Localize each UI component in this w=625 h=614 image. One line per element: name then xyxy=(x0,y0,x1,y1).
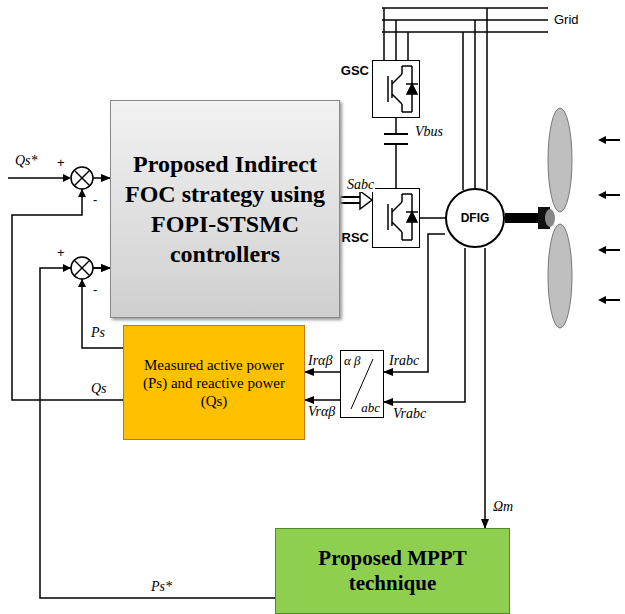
node-text: DFIG xyxy=(461,212,490,224)
generator-circle: DFIG xyxy=(445,188,505,248)
signal-label: Vrabc xyxy=(392,407,427,421)
grid-lines xyxy=(382,8,548,190)
signal-label: Qs xyxy=(90,382,108,396)
signal-label: Ps* xyxy=(150,580,173,594)
converter-box: RSC xyxy=(372,188,420,248)
connector xyxy=(420,218,445,219)
signal-label: Ps xyxy=(90,326,106,340)
signal-label: Sabc xyxy=(346,178,375,192)
connector xyxy=(305,372,340,373)
connector xyxy=(340,191,372,209)
grid-label: Grid xyxy=(553,13,580,26)
summing-junction xyxy=(8,167,93,197)
connector xyxy=(384,248,465,402)
transform-box: α β abc xyxy=(340,350,384,418)
connector xyxy=(12,178,123,400)
measurement-box: Measured active power (Ps) and reactive … xyxy=(123,325,305,440)
sign-label: - xyxy=(92,283,98,296)
signal-label: Ωm xyxy=(492,500,514,514)
capacitor-symbol xyxy=(384,134,408,144)
igbt-symbol xyxy=(388,66,418,112)
wind-arrows xyxy=(598,136,620,304)
sign-label: + xyxy=(56,156,66,169)
signal-label: Vbus xyxy=(414,125,444,139)
signal-label: Vrαβ xyxy=(307,405,336,419)
mppt-box: Proposed MPPT technique xyxy=(275,528,510,614)
node-text: abc xyxy=(361,401,380,414)
signal-label: Irαβ xyxy=(307,354,333,368)
node-text: Measured active power (Ps) and reactive … xyxy=(132,356,296,410)
node-text: GSC xyxy=(341,63,369,78)
summing-junction xyxy=(63,257,93,287)
connector xyxy=(384,234,445,372)
connector xyxy=(396,118,397,188)
wind-turbine xyxy=(505,108,572,328)
node-text: α β xyxy=(344,354,361,367)
sign-label: + xyxy=(56,246,66,259)
node-text: Proposed Indirect FOC strategy using FOP… xyxy=(117,149,333,269)
signal-label: Qs* xyxy=(14,154,39,168)
node-text: Proposed MPPT technique xyxy=(286,546,499,596)
connector xyxy=(305,400,340,401)
converter-box: GSC xyxy=(372,60,420,118)
sign-label: - xyxy=(92,193,98,206)
controller-box: Proposed Indirect FOC strategy using FOP… xyxy=(110,100,340,318)
igbt-symbol xyxy=(388,194,418,240)
connector xyxy=(485,248,486,528)
signal-label: Irabc xyxy=(388,354,420,368)
node-text: RSC xyxy=(342,230,369,245)
